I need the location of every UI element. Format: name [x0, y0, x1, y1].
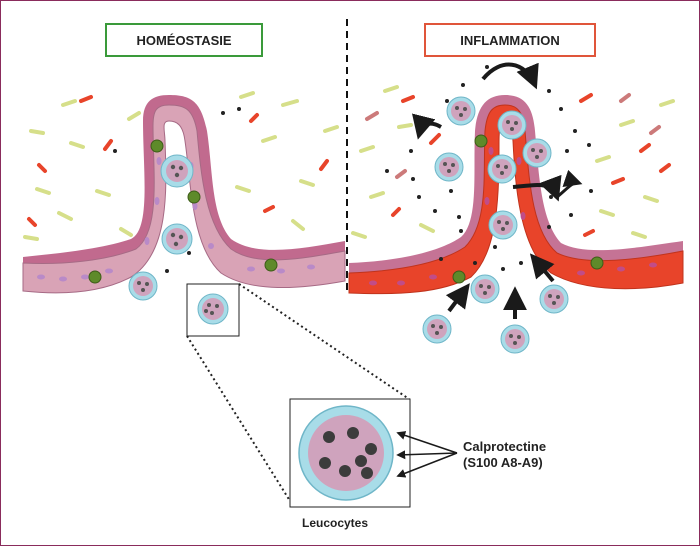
zoom-source-box: [186, 283, 240, 337]
calprotectin-label: Calprotectine: [463, 439, 547, 454]
calprotectin-arrows: [396, 431, 458, 478]
migration-arrows: [412, 62, 583, 319]
zoom-leucocyte: [298, 405, 394, 501]
inflammation-leucocytes: [422, 96, 569, 354]
healthy-epithelium: [22, 95, 346, 294]
zoom-connectors: [186, 283, 410, 502]
inflammation-title: INFLAMMATION: [424, 23, 596, 57]
inflamed-epithelium: [348, 95, 684, 295]
healthy-leucocytes: [128, 154, 240, 337]
inflammation-bacteria: [351, 65, 675, 271]
homeostasis-title: HOMÉOSTASIE: [105, 23, 263, 57]
s100-label: (S100 A8-A9): [463, 455, 543, 470]
leucocytes-label: Leucocytes: [302, 516, 369, 530]
healthy-bacteria: [23, 91, 339, 273]
